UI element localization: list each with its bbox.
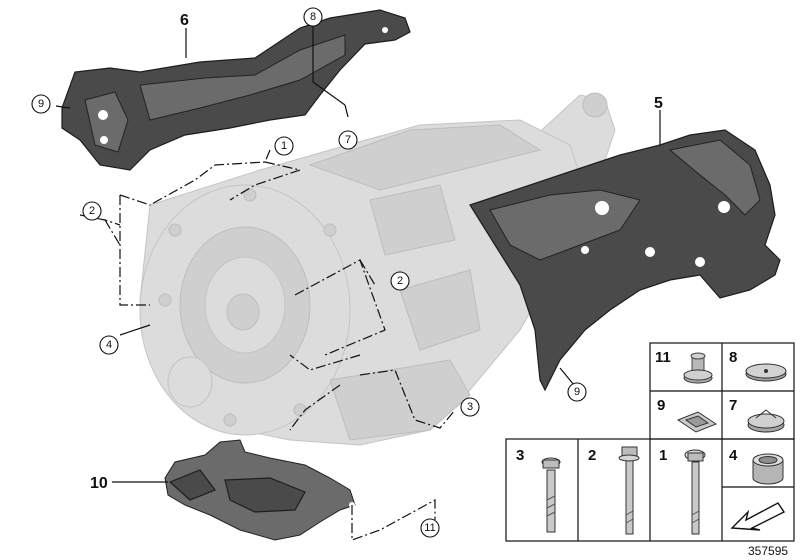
document-number: 357595 [748,544,788,558]
table-label-3: 3 [516,447,524,464]
svg-text:1: 1 [281,140,287,152]
heat-shield-tunnel [469,129,781,392]
bolt-2-icon [618,446,640,535]
washer-disc-icon [745,363,787,382]
circled-callout-9-top: 9 [31,94,51,114]
svg-text:3: 3 [467,401,473,413]
svg-text:8: 8 [310,11,316,23]
circled-callout-7: 7 [338,130,358,150]
gearbox-housing [139,92,616,446]
clip-fastener-icon [683,352,713,384]
circled-callout-1: 1 [274,136,294,156]
bolt-1-icon [684,449,706,535]
svg-text:2: 2 [89,205,95,217]
table-label-1: 1 [659,447,667,464]
sleeve-bushing-icon [752,453,784,485]
table-label-8: 8 [729,349,737,366]
table-label-2: 2 [588,447,596,464]
bolt-3-icon [541,457,561,533]
callout-5: 5 [654,95,663,112]
circled-callout-8: 8 [303,7,323,27]
svg-text:9: 9 [574,386,580,398]
circled-callout-2-left: 2 [82,201,102,221]
callout-6: 6 [180,12,189,29]
table-label-11: 11 [655,349,671,366]
svg-text:9: 9 [38,98,44,110]
circled-callout-4: 4 [99,335,119,355]
assembly-lines [79,149,456,541]
leader-lines [55,26,661,483]
parts-table: 11 8 9 7 3 2 1 4 [505,342,795,542]
svg-text:11: 11 [424,522,435,534]
svg-text:2: 2 [397,275,403,287]
circled-callout-3: 3 [460,397,480,417]
circled-callout-9-bottom: 9 [567,382,587,402]
heat-shield-lower [164,439,356,541]
circled-callout-11: 11 [420,518,440,538]
svg-text:7: 7 [345,134,351,146]
table-label-9: 9 [657,397,665,414]
circled-callout-2-right: 2 [390,271,410,291]
direction-arrow-icon [730,502,786,531]
table-label-4: 4 [729,447,738,464]
table-label-7: 7 [729,397,737,414]
svg-text:4: 4 [106,339,112,351]
speed-nut-icon [747,409,785,433]
callout-10: 10 [90,475,108,492]
heat-shield-upper [61,9,411,171]
spring-clip-icon [676,411,718,433]
